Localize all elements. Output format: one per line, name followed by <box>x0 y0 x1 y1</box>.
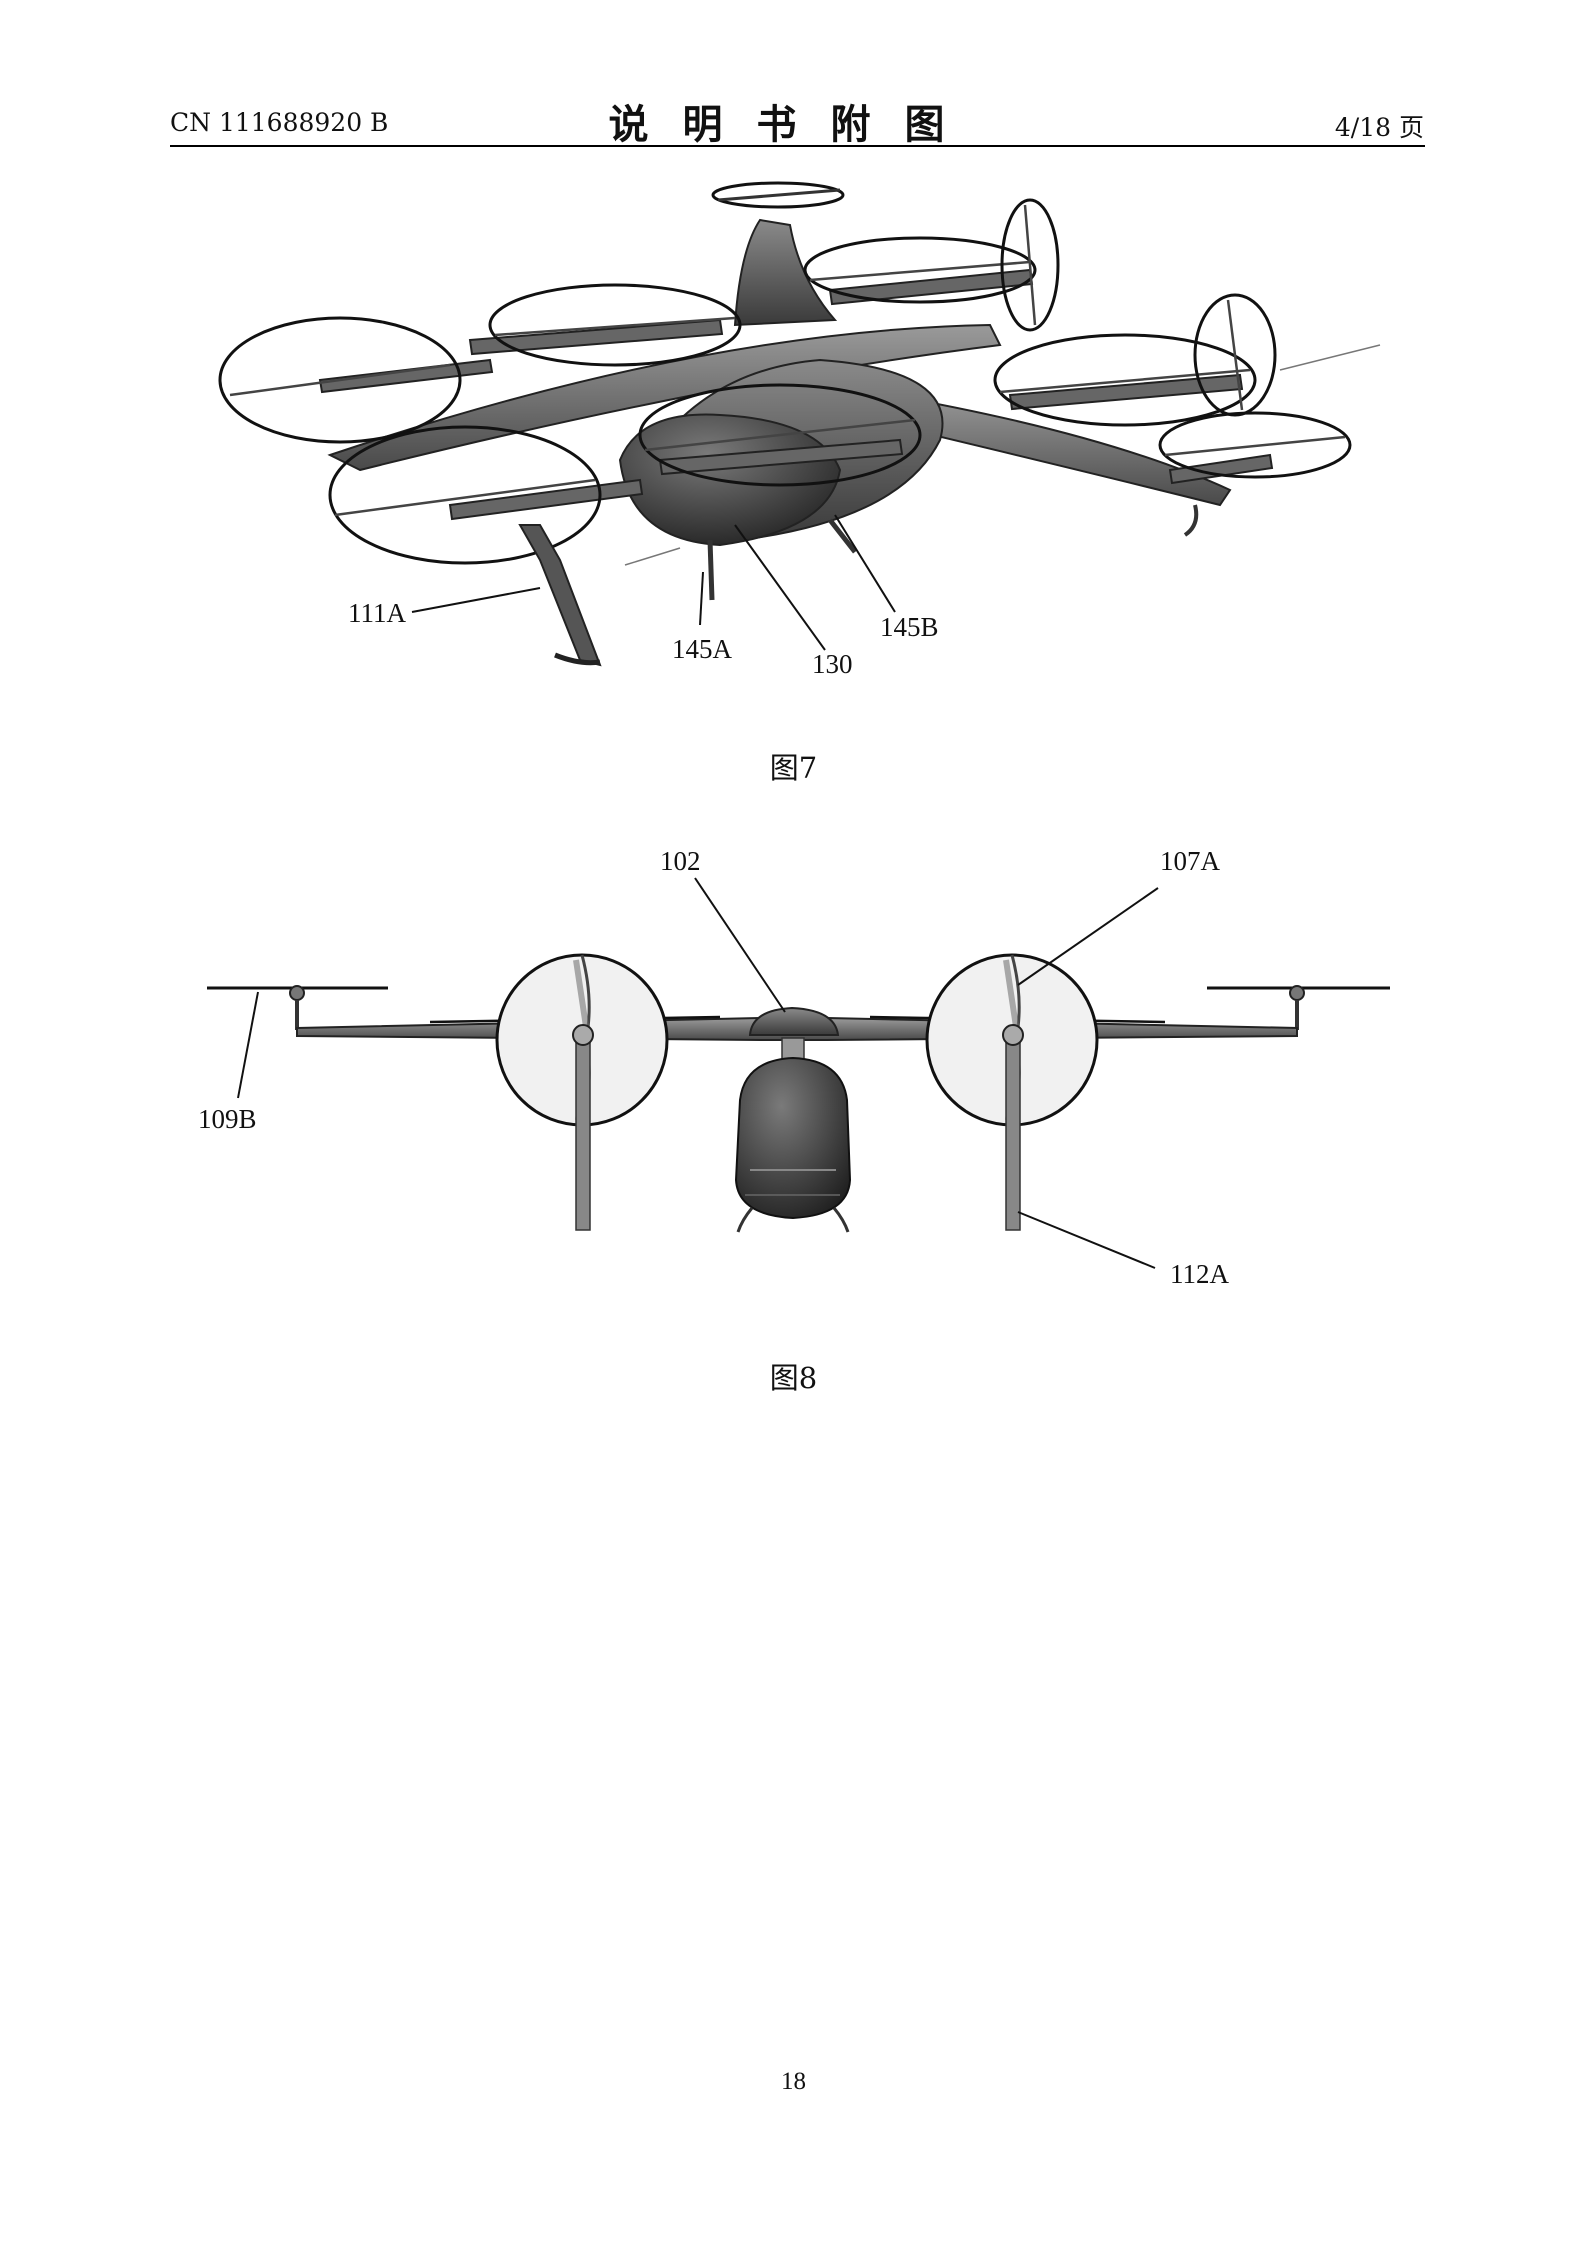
label-109B: 109B <box>198 1104 257 1134</box>
figure7-aircraft <box>218 181 1381 667</box>
page-number: 18 <box>781 2068 806 2095</box>
figure8-aircraft <box>207 877 1390 1269</box>
label-112A: 112A <box>1170 1259 1229 1289</box>
label-111A: 111A <box>348 598 406 628</box>
section-title: 说明书附图 <box>608 102 979 148</box>
figure7-caption: 图7 <box>769 751 818 785</box>
header-rule <box>170 145 1425 147</box>
figure8-caption: 图8 <box>769 1361 818 1395</box>
label-145B: 145B <box>880 612 939 642</box>
page-indicator: 4/18 页 <box>1334 113 1424 142</box>
patent-number: CN 111688920 B <box>170 108 389 137</box>
label-145A: 145A <box>672 634 733 664</box>
label-130: 130 <box>812 649 853 679</box>
label-102: 102 <box>660 846 701 876</box>
label-107A: 107A <box>1160 846 1221 876</box>
